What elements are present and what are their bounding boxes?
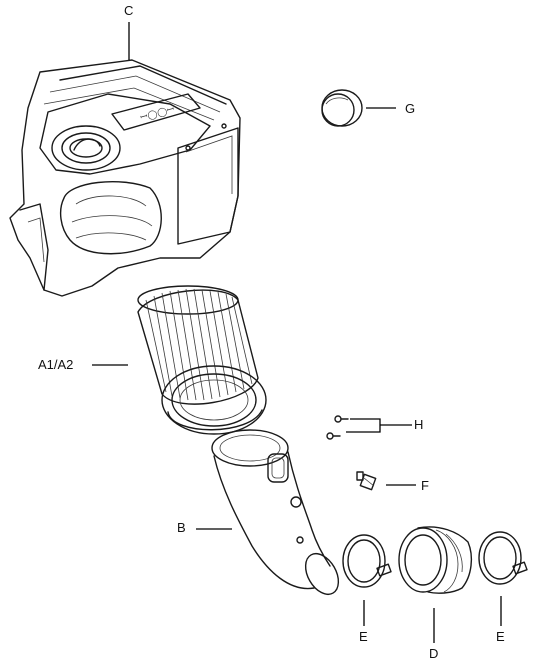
callout-e-right: E bbox=[496, 629, 505, 644]
cone-filter-icon bbox=[137, 285, 267, 435]
callout-f: F bbox=[421, 478, 429, 493]
hose-clamp-icon bbox=[342, 534, 392, 588]
callout-c: C bbox=[124, 3, 134, 18]
hose-clamp-icon bbox=[478, 531, 528, 585]
callout-a1-a2: A1/A2 bbox=[38, 357, 74, 372]
callout-h: H bbox=[414, 417, 424, 432]
fitting-icon bbox=[356, 471, 377, 491]
callout-g: G bbox=[405, 101, 416, 116]
coupler-icon bbox=[398, 526, 473, 594]
callout-b: B bbox=[177, 520, 186, 535]
intake-tube-icon bbox=[211, 429, 340, 595]
airbox-housing-icon: ꟷ◯◯ꟷ bbox=[9, 59, 241, 297]
callout-d: D bbox=[429, 646, 439, 661]
callout-leader-h bbox=[346, 418, 412, 433]
cap-plug-icon bbox=[321, 89, 363, 127]
screws-icon bbox=[326, 415, 349, 440]
callout-e-left: E bbox=[359, 629, 368, 644]
